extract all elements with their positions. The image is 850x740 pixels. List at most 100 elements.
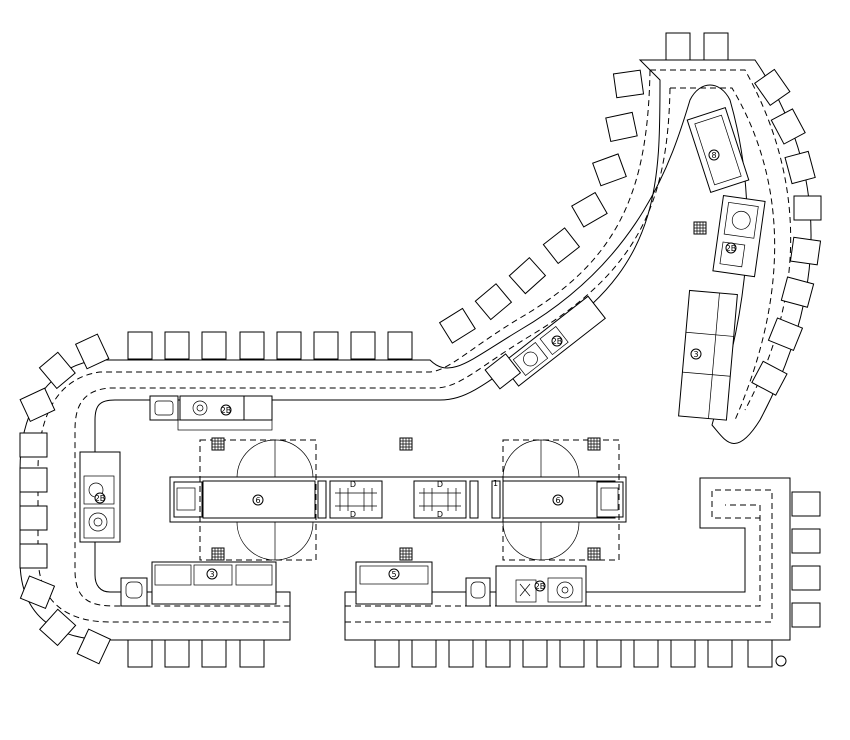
right-arm-equipment: 8 2B 3 (678, 107, 766, 421)
bar-stool (670, 639, 696, 668)
floor-drain (211, 547, 225, 561)
bar-stool (19, 543, 48, 569)
bar-stool (559, 639, 585, 668)
bar-stool (485, 639, 511, 668)
bar-stool (19, 387, 56, 423)
bar-stool (76, 628, 112, 665)
bar-stool (39, 608, 77, 647)
undercounter-refrigerator (151, 561, 277, 605)
bar-stool (789, 236, 822, 266)
bar-stool (164, 331, 190, 360)
bar-stool (387, 331, 413, 360)
bar-stool (592, 153, 627, 187)
bar-stool (374, 639, 400, 668)
bar-stool (19, 432, 48, 458)
bar-stool (770, 108, 806, 145)
equipment-tag: 6 (555, 496, 560, 505)
diagonal-counter-equipment: 2B (484, 295, 606, 390)
bar-stool (707, 639, 733, 668)
hand-sink (465, 577, 491, 607)
bar-stool (791, 602, 821, 628)
bottom-right-counter-equipment: 2B (495, 565, 587, 607)
door-mark: D (437, 510, 443, 519)
aisle-dashed-path (37, 69, 792, 623)
bar-stool (596, 639, 622, 668)
bar-stool (522, 639, 548, 668)
bar-stool (19, 505, 48, 531)
equipment-tag: 3 (209, 570, 214, 579)
bar-stool (665, 32, 691, 61)
bar-stool (350, 331, 376, 360)
bar-stool (703, 32, 729, 61)
equipment-tag: 2B (535, 582, 546, 591)
bar-stool (605, 111, 638, 143)
bar-stool (201, 639, 227, 668)
top-back-counter-equipment: 2B (149, 395, 273, 431)
hand-sink (484, 353, 522, 390)
bar-stool (633, 639, 659, 668)
floor-drain (587, 437, 601, 451)
floor-drain (399, 437, 413, 451)
bar-stool (474, 283, 513, 321)
bar-stool (19, 467, 48, 493)
bar-stool (127, 331, 153, 360)
equipment-tag: 6 (255, 496, 260, 505)
bar-stools (19, 32, 822, 668)
item-mark: 1 (493, 479, 498, 488)
equipment-tag: 2B (221, 406, 232, 415)
floor-drains (211, 221, 707, 561)
bar-stool (542, 227, 581, 265)
bar-stool (38, 351, 76, 390)
equipment-tag: 8 (711, 151, 716, 160)
central-island: D D D D 1 6 6 (169, 476, 627, 523)
door-mark: D (350, 510, 356, 519)
bar-stool (791, 528, 821, 554)
bar-stool (201, 331, 227, 360)
bar-stool (571, 191, 608, 228)
hand-sink (120, 577, 148, 607)
bar-stool (19, 575, 56, 610)
floor-drain (399, 547, 413, 561)
bottom-left-counter-equipment: 3 (120, 561, 277, 607)
equipment-tag: 2B (726, 244, 737, 253)
equipment-tag: 2B (95, 494, 106, 503)
left-side-equipment: 2B (79, 451, 121, 543)
bar-stool (411, 639, 437, 668)
bottom-center-counter-equipment: 5 (355, 561, 491, 607)
equipment-tag: 5 (391, 570, 396, 579)
bar-stool (239, 639, 265, 668)
bar-stool (508, 257, 547, 295)
bar-stool (747, 639, 773, 668)
door-mark: D (437, 480, 443, 489)
floor-drain (211, 437, 225, 451)
door-swing-clearances (199, 439, 620, 561)
floor-drain (587, 547, 601, 561)
undercounter-refrigerator (678, 289, 738, 421)
bar-stool (74, 333, 110, 370)
bar-stool (791, 565, 821, 591)
undercounter-unit (355, 561, 433, 605)
undercounter-unit (329, 480, 383, 519)
bar-stool (438, 307, 476, 344)
bar-stool (276, 331, 302, 360)
bar-stool (313, 331, 339, 360)
door-mark: D (350, 480, 356, 489)
undercounter-unit (413, 480, 467, 519)
bar-stool (784, 150, 816, 185)
bar-stool (127, 639, 153, 668)
display-cabinet (686, 107, 750, 193)
hand-sink (149, 395, 179, 421)
ice-bin-unit (179, 395, 245, 421)
equipment-tag: 2B (552, 337, 563, 346)
bar-stool (767, 317, 804, 352)
floor-drain (693, 221, 707, 235)
bar-stool (612, 69, 645, 99)
bar-stool (791, 491, 821, 517)
bar-stool (754, 68, 791, 107)
bar-stool (780, 276, 815, 308)
bar-stool (793, 195, 822, 221)
equipment-tag: 3 (693, 350, 698, 359)
bar-stool (448, 639, 474, 668)
